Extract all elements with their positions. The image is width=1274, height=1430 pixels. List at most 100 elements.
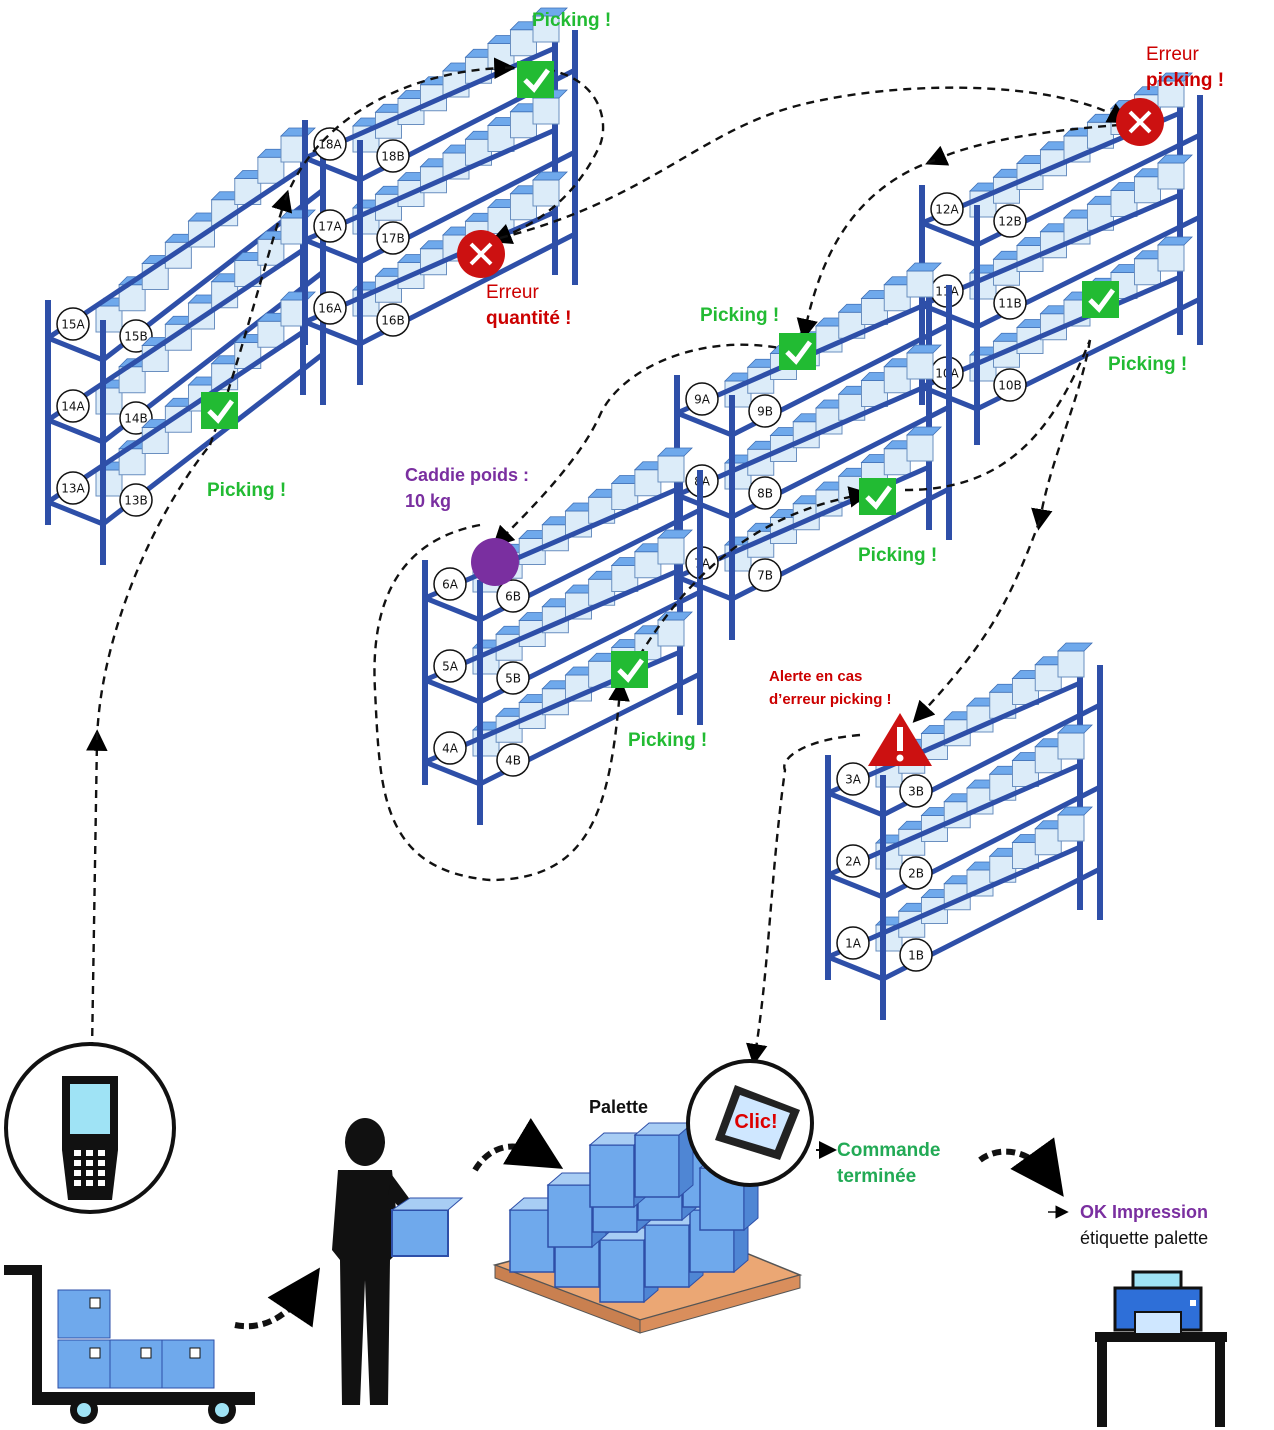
location-label: 4B xyxy=(505,754,521,768)
route-segment-alerte-to-scan xyxy=(746,733,861,1066)
location-label: 2B xyxy=(908,867,924,881)
check-icon xyxy=(611,651,648,688)
location-label: 12A xyxy=(935,203,959,217)
palette-label: Palette xyxy=(589,1097,649,1117)
location-tag: 3B xyxy=(899,774,933,808)
location-tag: 5A xyxy=(433,649,467,683)
location-label: 8B xyxy=(757,487,773,501)
location-tag: 7B xyxy=(748,558,782,592)
picking-label-8b: Picking ! xyxy=(858,545,938,566)
location-label: 12B xyxy=(998,215,1022,229)
check-icon xyxy=(1082,281,1119,318)
location-label: 15A xyxy=(61,318,85,332)
location-label: 6B xyxy=(505,590,521,604)
location-tag: 10B xyxy=(993,368,1027,402)
status-icons xyxy=(201,61,1164,766)
location-tag: 2A xyxy=(836,844,870,878)
location-tag: 9A xyxy=(685,382,719,416)
printer-icon xyxy=(1095,1270,1227,1427)
route-segment-caddie-loop xyxy=(373,523,630,882)
check-icon xyxy=(201,392,238,429)
location-label: 15B xyxy=(124,330,148,344)
location-label: 13B xyxy=(124,494,148,508)
pallet-box xyxy=(633,1121,695,1199)
flow-arrow-2 xyxy=(472,1117,564,1172)
trolley-icon xyxy=(4,1265,255,1424)
picking-label-top: Picking ! xyxy=(532,10,612,31)
location-tag: 6A xyxy=(433,567,467,601)
location-label: 5B xyxy=(505,672,521,686)
location-tag: 1B xyxy=(899,938,933,972)
picking-label-14b: Picking ! xyxy=(207,480,287,501)
route-segment-start-b xyxy=(95,444,211,741)
check-icon xyxy=(517,61,554,98)
location-label: 10B xyxy=(998,379,1022,393)
location-tag: 13A xyxy=(56,471,90,505)
route-segment-to-9b xyxy=(796,158,936,341)
check-icon xyxy=(779,333,816,370)
handheld-scanner-icon xyxy=(4,1042,176,1214)
location-label: 14A xyxy=(61,400,85,414)
flow-arrow-1 xyxy=(234,1267,320,1330)
warning-icon xyxy=(868,713,932,766)
rack-1-3: 3A 3B 2A 2B 1A 1B xyxy=(825,642,1103,1020)
etiquette-palette-label: étiquette palette xyxy=(1080,1228,1209,1248)
location-label: 11B xyxy=(998,297,1022,311)
location-label: 16A xyxy=(318,302,342,316)
racks-layer: 15A15B14A14B13A13B18A18B17A17B16A16B12A1… xyxy=(45,7,1203,1020)
location-label: 18B xyxy=(381,150,405,164)
erreur-picking-line2: picking ! xyxy=(1146,70,1225,91)
location-tag: 18A xyxy=(313,127,347,161)
caddie-poids-line2: 10 kg xyxy=(405,491,452,511)
location-label: 1A xyxy=(845,937,862,951)
route-segment-start xyxy=(86,729,108,1051)
location-tag: 3A xyxy=(836,762,870,796)
location-tag: 14A xyxy=(56,389,90,423)
flow-arrow-3 xyxy=(978,1137,1064,1197)
location-tag: 6B xyxy=(496,579,530,613)
location-label: 3A xyxy=(845,773,862,787)
location-tag: 17B xyxy=(376,221,410,255)
erreur-picking-line1: Erreur xyxy=(1146,44,1199,65)
cross-icon xyxy=(457,230,505,278)
caddie-weight-marker xyxy=(471,538,519,586)
location-tag: 5B xyxy=(496,661,530,695)
location-tag: 8B xyxy=(748,476,782,510)
picking-route xyxy=(86,57,1130,1066)
location-tag: 4B xyxy=(496,743,530,777)
location-label: 17A xyxy=(318,220,342,234)
worker-icon xyxy=(332,1118,464,1405)
location-label: 17B xyxy=(381,232,405,246)
location-label: 16B xyxy=(381,314,405,328)
alerte-line1: Alerte en cas xyxy=(769,668,863,685)
picking-label-11b: Picking ! xyxy=(1108,354,1188,375)
scan-magnifier: Clic! xyxy=(686,1059,814,1187)
location-tag: 1A xyxy=(836,926,870,960)
location-tag: 12B xyxy=(993,204,1027,238)
route-segment-top-loop xyxy=(489,66,605,245)
route-segment-11b-down xyxy=(1031,339,1092,531)
check-icon xyxy=(859,478,896,515)
location-tag: 11B xyxy=(993,286,1027,320)
picking-label-4b: Picking ! xyxy=(628,730,708,751)
process-flow-arrows xyxy=(234,1117,1064,1330)
location-tag: 17A xyxy=(313,209,347,243)
picking-label-9b: Picking ! xyxy=(700,305,780,326)
location-tag: 12A xyxy=(930,192,964,226)
location-label: 6A xyxy=(442,578,459,592)
cross-icon xyxy=(1116,98,1164,146)
location-label: 9B xyxy=(757,405,773,419)
route-segment-to-alerte xyxy=(912,519,1042,723)
erreur-quantite-line1: Erreur xyxy=(486,282,539,303)
location-tag: 13B xyxy=(119,483,153,517)
location-label: 5A xyxy=(442,660,459,674)
clic-label: Clic! xyxy=(734,1111,777,1133)
rack-4-6: 6A 6B 5A 5B 4A 4B xyxy=(422,447,703,825)
location-tag: 4A xyxy=(433,731,467,765)
caddie-poids-line1: Caddie poids : xyxy=(405,465,530,485)
route-segment-to-erreur xyxy=(499,86,1130,240)
route-segment-erreur-back xyxy=(925,123,1121,166)
commande-terminee-line1: Commande xyxy=(837,1140,941,1161)
